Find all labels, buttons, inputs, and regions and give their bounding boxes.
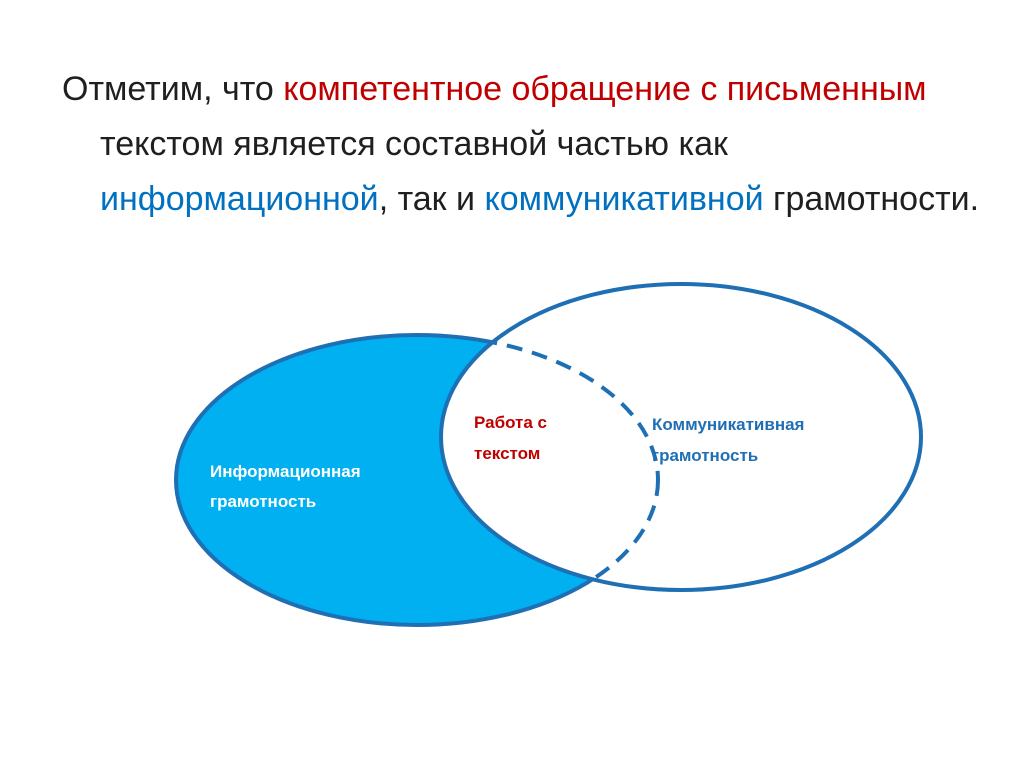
- text-highlight-communicative: коммуникативной: [484, 180, 764, 218]
- work-with-text-label: Работа с текстом: [474, 413, 552, 463]
- communicative-literacy-fill: [441, 284, 921, 590]
- text-highlight-competent-handling: компетентное обращение с письменным: [283, 70, 927, 108]
- text-part-3: текстом является составной частью как: [100, 125, 728, 163]
- text-part-1: Отметим, что: [62, 70, 284, 108]
- communicative-literacy-ellipse: [439, 282, 923, 592]
- overlap-dashed-boundary: [441, 333, 660, 590]
- communicative-literacy-label: Коммуникативная грамотность: [652, 415, 809, 465]
- information-literacy-label: Информационная грамотность: [210, 462, 365, 511]
- body-paragraph: Отметим, что компетентное обращение с пи…: [62, 62, 1000, 227]
- text-part-5: , так и: [378, 180, 485, 218]
- text-part-7: грамотности.: [763, 180, 980, 218]
- text-highlight-informational: информационной: [100, 180, 379, 218]
